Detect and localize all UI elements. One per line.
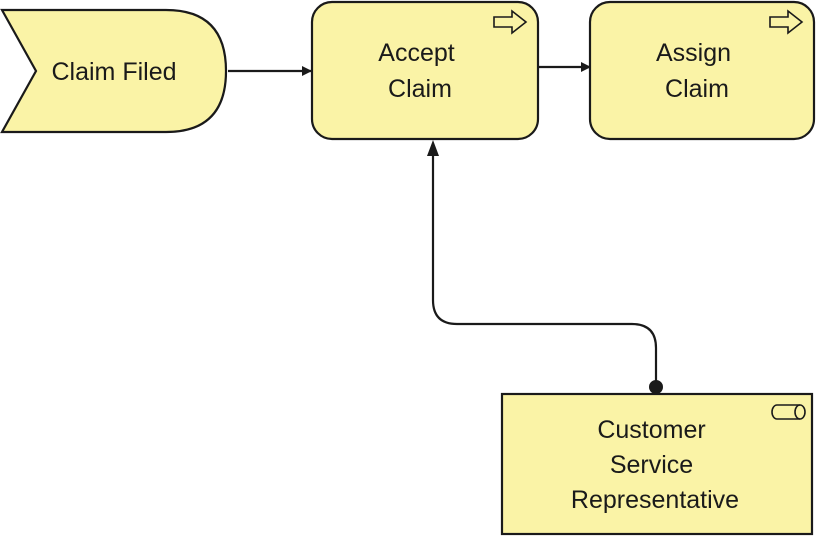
assignment-connector-line	[431, 152, 658, 384]
node-label-line: Service	[610, 451, 693, 479]
node-label-line: Representative	[571, 486, 739, 514]
node-label-line: Accept	[378, 39, 454, 67]
node-label: Claim Filed	[51, 58, 176, 86]
node-label: Assign Claim	[656, 39, 738, 103]
node-label: Accept Claim	[378, 39, 461, 103]
node-label-line: Assign	[656, 39, 731, 67]
business-process-shape	[310, 0, 540, 141]
role-cylinder-icon	[771, 404, 806, 420]
node-claim-filed[interactable]: Claim Filed	[0, 8, 228, 134]
node-accept-claim[interactable]: Accept Claim	[310, 0, 540, 141]
assignment-arrowhead	[427, 140, 439, 156]
node-customer-service-representative[interactable]: Customer Service Representative	[500, 392, 814, 536]
business-process-shape	[588, 0, 816, 141]
edge-csr-to-accept-claim	[427, 140, 663, 394]
node-label-line: Claim	[388, 75, 452, 103]
process-arrow-icon	[493, 9, 528, 35]
process-arrow-icon	[769, 9, 804, 35]
node-label: Customer Service Representative	[571, 416, 739, 514]
business-event-shape	[0, 8, 228, 134]
assignment-dot	[649, 380, 663, 394]
node-label-line: Claim	[665, 75, 729, 103]
node-assign-claim[interactable]: Assign Claim	[588, 0, 816, 141]
business-role-shape	[500, 392, 814, 536]
node-label-line: Customer	[597, 416, 705, 444]
